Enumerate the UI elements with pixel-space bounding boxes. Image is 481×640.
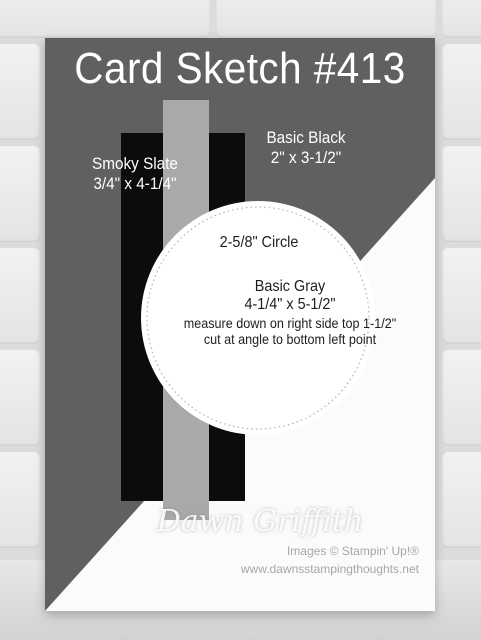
card-title: Card Sketch #413 <box>74 44 406 93</box>
wall-tile <box>0 44 40 140</box>
circle-size: 2-5/8" Circle <box>219 234 299 251</box>
watermark-copyright: Images © Stampin' Up!® <box>286 544 419 558</box>
watermark-website: www.dawnsstampingthoughts.net <box>240 562 419 576</box>
wall-tile <box>442 44 481 140</box>
wall-tile <box>442 146 481 242</box>
card-layers <box>45 38 435 611</box>
watermark-signature: Dawn Griffith <box>156 504 364 539</box>
basic-gray-note-1: measure down on right side top 1-1/2" <box>183 314 397 331</box>
basic-gray-note-2: cut at angle to bottom left point <box>203 330 377 347</box>
smoky-slate-size: 3/4" x 4-1/4" <box>93 173 177 193</box>
smoky-slate-name: Smoky Slate <box>92 154 178 173</box>
wall-tile <box>442 452 481 548</box>
smoky-slate-label: Smoky Slate 3/4" x 4-1/4" <box>74 154 196 193</box>
card: Card Sketch #413 Smoky Slate 3/4" x 4-1/… <box>45 38 435 611</box>
basic-black-name: Basic Black <box>266 128 346 147</box>
wall-tile <box>0 248 40 344</box>
wall-tile <box>442 350 481 446</box>
wall-tile <box>442 0 481 38</box>
circle-label: 2-5/8" Circle <box>187 234 331 252</box>
basic-gray-label: Basic Gray 4-1/4" x 5-1/2" measure down … <box>169 278 412 347</box>
wall-tile <box>0 146 40 242</box>
circle-stitch-border <box>146 206 370 430</box>
wall-tile <box>442 248 481 344</box>
wall-tile <box>0 0 210 38</box>
wall-tile <box>216 0 436 38</box>
basic-black-size: 2" x 3-1/2" <box>270 147 342 167</box>
wall-tile <box>0 350 40 446</box>
basic-gray-name: Basic Gray <box>254 278 326 295</box>
basic-black-label: Basic Black 2" x 3-1/2" <box>248 128 365 167</box>
wall-tile <box>0 452 40 548</box>
circle-layer <box>141 201 375 435</box>
basic-gray-size: 4-1/4" x 5-1/2" <box>244 296 336 314</box>
